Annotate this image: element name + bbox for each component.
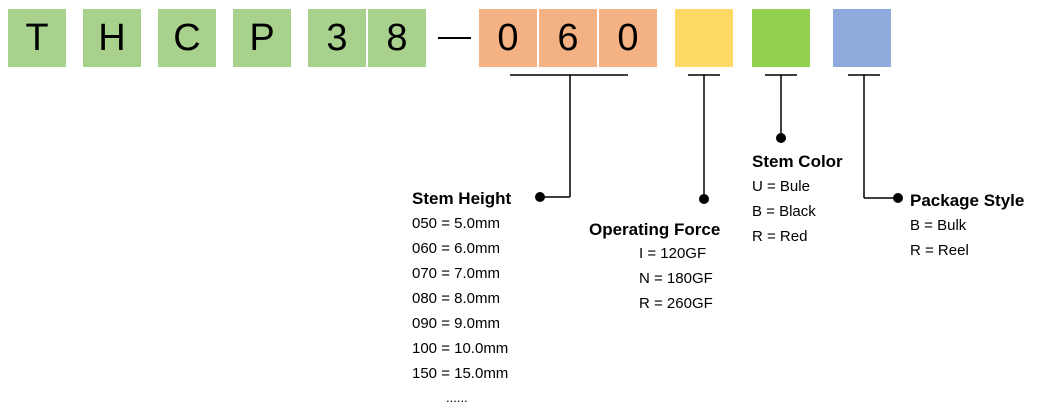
height-digit-3: 0 <box>599 9 657 67</box>
code-char-t: T <box>8 9 66 67</box>
stem-height-item: 060 = 6.0mm <box>412 240 500 257</box>
operating-force-title: Operating Force <box>589 220 721 239</box>
package-dot <box>893 193 903 203</box>
stem-color-dot <box>776 133 786 143</box>
code-dash <box>438 37 471 39</box>
stem-height-item: 070 = 7.0mm <box>412 265 500 282</box>
operating-force-item: R = 260GF <box>639 295 713 312</box>
force-dot <box>699 194 709 204</box>
force-box <box>675 9 733 67</box>
code-char-h: H <box>83 9 141 67</box>
stem-height-item: 080 = 8.0mm <box>412 290 500 307</box>
stem-color-item: U = Bule <box>752 178 810 195</box>
stem-color-title: Stem Color <box>752 152 843 171</box>
height-digit-1: 0 <box>479 9 537 67</box>
operating-force-item: N = 180GF <box>639 270 713 287</box>
package-style-item: B = Bulk <box>910 217 967 234</box>
stem-height-ellipsis: ...... <box>446 390 468 405</box>
operating-force-item: I = 120GF <box>639 245 707 262</box>
stem-height-item: 100 = 10.0mm <box>412 340 509 357</box>
package-style-item: R = Reel <box>910 242 969 259</box>
height-digit-2: 6 <box>539 9 597 67</box>
stem-height-item: 090 = 9.0mm <box>412 315 500 332</box>
stem-height-item: 150 = 15.0mm <box>412 365 509 382</box>
height-dot <box>535 192 545 202</box>
stem-color-item: B = Black <box>752 203 816 220</box>
package-style-title: Package Style <box>910 191 1025 210</box>
code-char-3: 3 <box>308 9 366 67</box>
stem-height-item: 050 = 5.0mm <box>412 215 500 232</box>
stem-height-title: Stem Height <box>412 189 512 208</box>
code-char-p: P <box>233 9 291 67</box>
stem-color-item: R = Red <box>752 228 808 245</box>
code-char-8: 8 <box>368 9 426 67</box>
stem-color-box <box>752 9 810 67</box>
package-box <box>833 9 891 67</box>
code-char-c: C <box>158 9 216 67</box>
